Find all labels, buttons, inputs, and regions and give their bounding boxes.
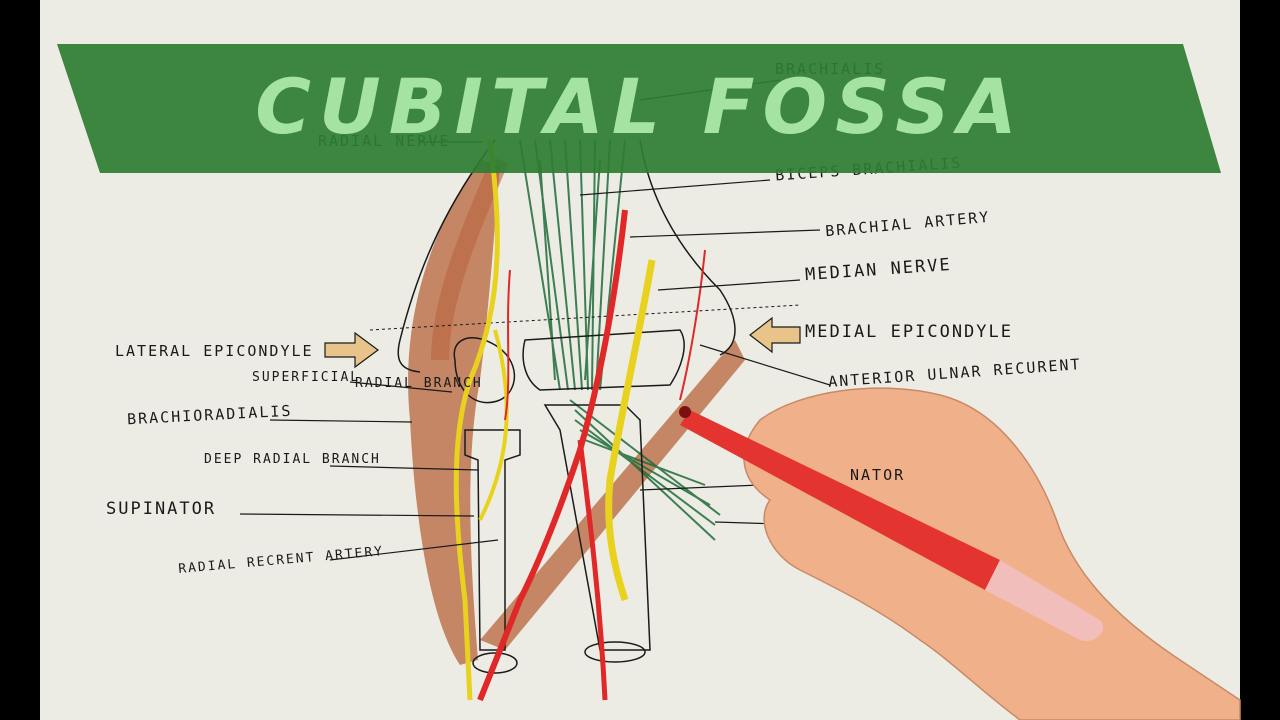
radial-nerve (453, 139, 500, 701)
label-pronator-partial: NATOR (850, 466, 906, 484)
median-nerve (605, 259, 656, 602)
lateral-epicondyle-arrow (324, 331, 380, 369)
label-supinator: SUPINATOR (106, 499, 217, 519)
label-medial-epicondyle: MEDIAL EPICONDYLE (805, 322, 1013, 342)
label-superficial: SUPERFICIAL (252, 370, 361, 385)
medial-epicondyle-arrow (749, 316, 801, 354)
hand (743, 387, 1241, 720)
brachioradialis-muscle (408, 160, 500, 665)
label-deep-radial-branch: DEEP RADIAL BRANCH (204, 452, 381, 467)
label-radial-branch: RADIAL BRANCH (355, 376, 483, 391)
label-radial-nerve: RADIAL NERVE (318, 132, 451, 150)
red-marker (679, 406, 1104, 641)
biceps-fibers (519, 139, 626, 391)
pronator-teres-muscle (480, 340, 745, 650)
label-brachialis: BRACHIALIS (775, 60, 886, 78)
label-lateral-epicondyle: LATERAL EPICONDYLE (115, 342, 314, 360)
